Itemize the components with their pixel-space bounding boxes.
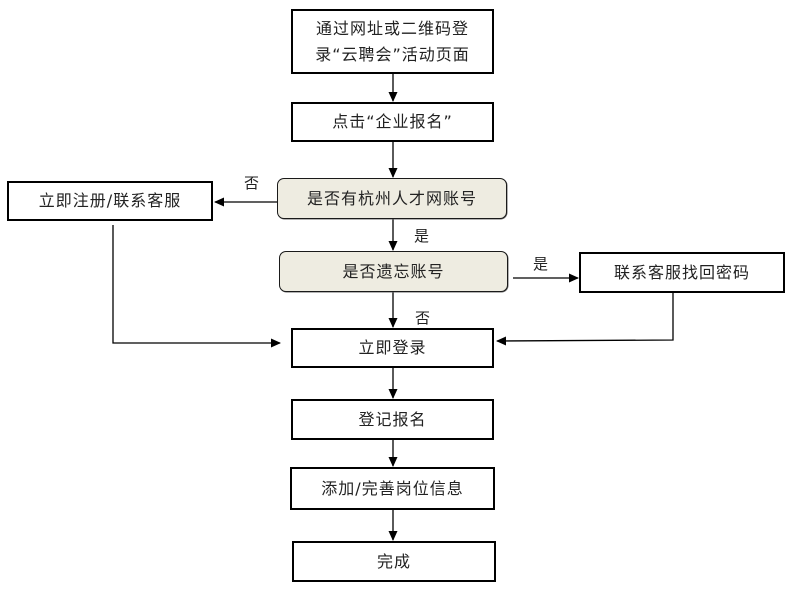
node-login-now: 立即登录	[291, 328, 494, 368]
node-label: 登记报名	[358, 409, 427, 429]
node-register-or-contact-support: 立即注册/联系客服	[7, 181, 213, 221]
node-visit-event-page: 通过网址或二维码登 录“云聘会”活动页面	[291, 9, 494, 74]
edge-register-to-login	[112, 225, 281, 348]
node-label: 是否有杭州人才网账号	[306, 188, 477, 208]
decision-has-account: 是否有杭州人才网账号	[277, 178, 507, 219]
edge-recover-to-login	[496, 293, 674, 346]
node-complete: 完成	[292, 541, 496, 582]
node-register-signup: 登记报名	[291, 399, 494, 440]
edge-label-yes-has-account: 是	[414, 227, 430, 245]
node-label: 联系客服找回密码	[613, 262, 750, 282]
node-click-enterprise-signup: 点击“企业报名”	[291, 102, 494, 142]
node-label: 添加/完善岗位信息	[321, 478, 464, 498]
edge-label-yes-forgot: 是	[533, 255, 549, 273]
node-contact-support-recover-password: 联系客服找回密码	[579, 252, 785, 293]
node-label: 完成	[376, 551, 411, 571]
node-add-job-info: 添加/完善岗位信息	[290, 467, 495, 510]
decision-forgot-account: 是否遗忘账号	[279, 251, 508, 292]
edge-label-no-register: 否	[244, 174, 260, 192]
node-label: 点击“企业报名”	[332, 112, 453, 131]
node-label: 是否遗忘账号	[342, 261, 445, 281]
node-label: 立即注册/联系客服	[38, 191, 182, 210]
node-label: 通过网址或二维码登 录“云聘会”活动页面	[315, 18, 470, 64]
edge-label-no-forgot: 否	[415, 309, 431, 327]
node-label: 立即登录	[358, 338, 427, 357]
